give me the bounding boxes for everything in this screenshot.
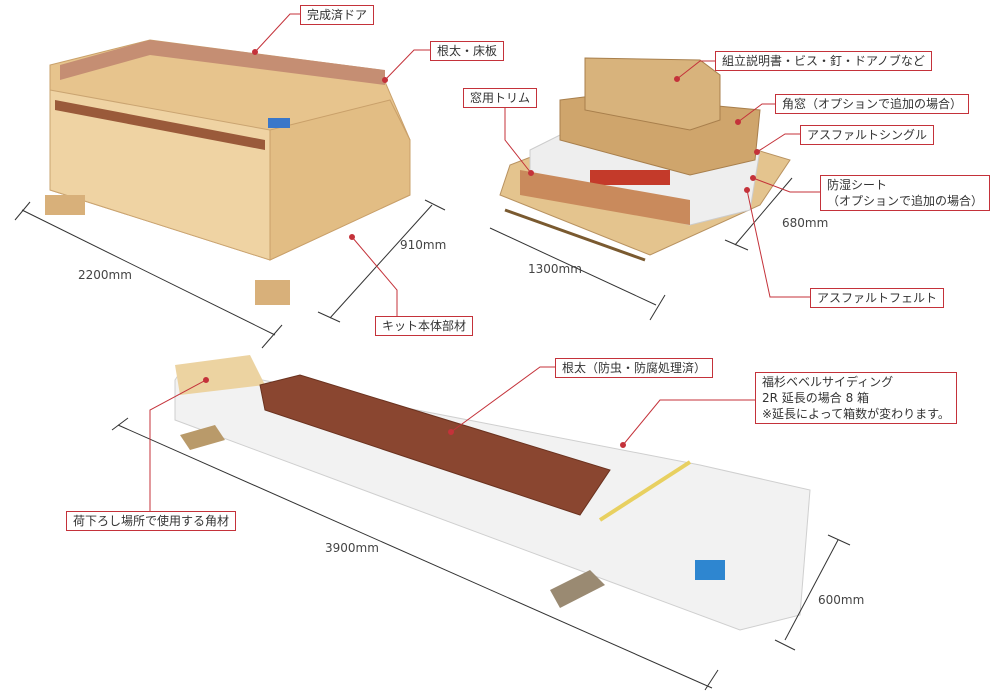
dim-siding-depth: 600mm bbox=[818, 593, 865, 607]
label-siding-line1: 福杉ベベルサイディング bbox=[762, 375, 894, 389]
label-finished-door: 完成済ドア bbox=[300, 5, 375, 25]
label-manual-hardware: 組立説明書・ビス・釘・ドアノブなど bbox=[715, 51, 932, 71]
dim-siding-length: 3900mm bbox=[325, 541, 379, 555]
label-treated-joist: 根太（防虫・防腐処理済） bbox=[555, 358, 714, 378]
leader-lines bbox=[149, 13, 820, 511]
label-unloading-timber: 荷下ろし場所で使用する角材 bbox=[66, 511, 237, 531]
label-joist-floor: 根太・床板 bbox=[430, 41, 505, 61]
kit-package-image bbox=[45, 39, 411, 305]
pallet-package-image bbox=[499, 57, 791, 262]
label-moisture-sheet: 防湿シート （オプションで追加の場合） bbox=[820, 175, 991, 211]
label-siding-line2: 2R 延長の場合 8 箱 bbox=[762, 391, 870, 405]
label-asphalt-shingle: アスファルトシングル bbox=[800, 125, 935, 145]
dim-kit-depth: 910mm bbox=[400, 238, 447, 252]
label-kit-body: キット本体部材 bbox=[375, 316, 474, 336]
label-window-trim: 窓用トリム bbox=[463, 88, 538, 108]
dim-pallet-length: 1300mm bbox=[528, 262, 582, 276]
label-window: 角窓（オプションで追加の場合） bbox=[775, 94, 970, 114]
label-siding-line3: ※延長によって箱数が変わります。 bbox=[762, 407, 950, 421]
siding-package-image bbox=[174, 355, 811, 631]
label-asphalt-felt: アスファルトフェルト bbox=[810, 288, 945, 308]
label-moisture-line2: （オプションで追加の場合） bbox=[827, 194, 984, 208]
dim-pallet-depth: 680mm bbox=[782, 216, 829, 230]
dimension-lines bbox=[14, 177, 851, 691]
dim-kit-length: 2200mm bbox=[78, 268, 132, 282]
label-moisture-line1: 防湿シート bbox=[827, 178, 888, 192]
label-siding: 福杉ベベルサイディング 2R 延長の場合 8 箱 ※延長によって箱数が変わります。 bbox=[755, 372, 957, 424]
